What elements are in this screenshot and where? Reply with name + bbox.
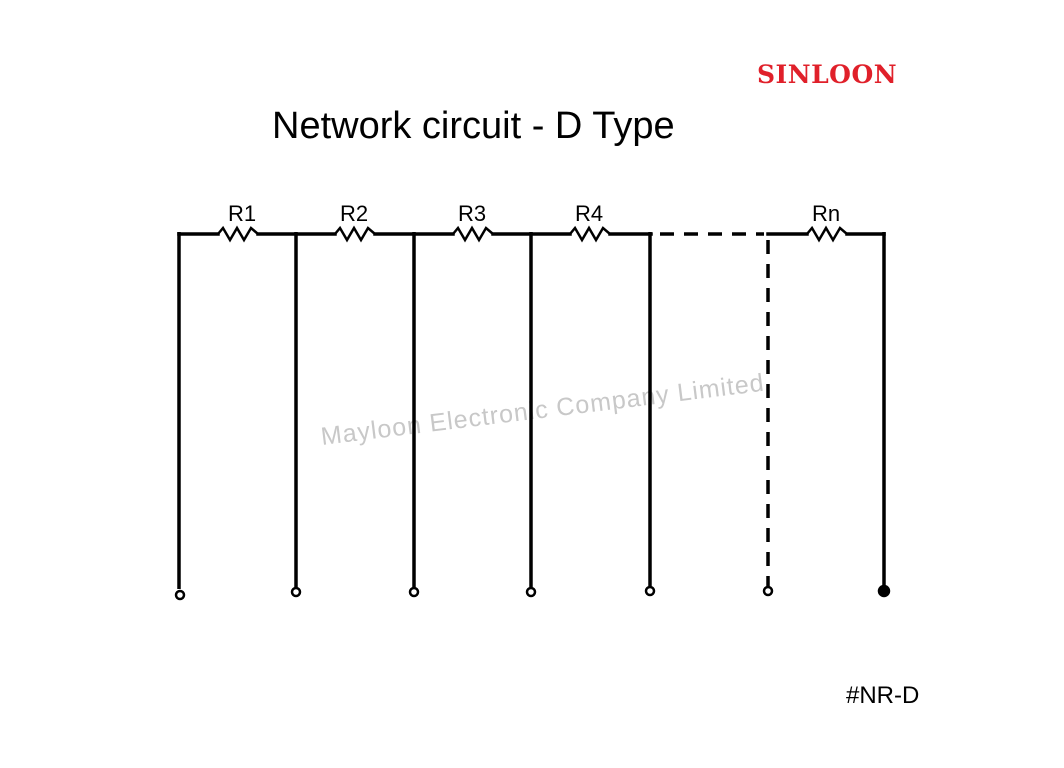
- part-code: #NR-D: [846, 682, 920, 709]
- resistor-label-r4: R4: [575, 201, 603, 226]
- resistor-label-r2: R2: [340, 201, 368, 226]
- resistor-r4: [569, 225, 611, 243]
- resistor-r2: [334, 225, 376, 243]
- terminal-pin: [408, 586, 420, 598]
- page-title: Network circuit - D Type: [272, 105, 675, 147]
- terminal-pin: [174, 589, 186, 601]
- resistor-rn: [806, 225, 848, 243]
- resistor-r1: [217, 225, 259, 243]
- terminal-pin: [762, 585, 774, 597]
- resistor-label-r3: R3: [458, 201, 486, 226]
- resistor-r3: [452, 225, 494, 243]
- terminal-pin: [290, 586, 302, 598]
- resistors: [217, 225, 848, 243]
- terminal-leads: [177, 232, 886, 589]
- resistor-labels: R1 R2 R3 R4 Rn: [228, 201, 840, 226]
- terminal-pin: [525, 586, 537, 598]
- terminal-pin: [644, 585, 656, 597]
- watermark-text: Mayloon Electronic Company Limited: [319, 369, 766, 451]
- resistor-label-r1: R1: [228, 201, 256, 226]
- brand-logo: SINLOON: [757, 60, 898, 89]
- terminal-pins: [174, 584, 891, 601]
- resistor-label-rn: Rn: [812, 201, 840, 226]
- terminal-pin-filled: [877, 584, 891, 598]
